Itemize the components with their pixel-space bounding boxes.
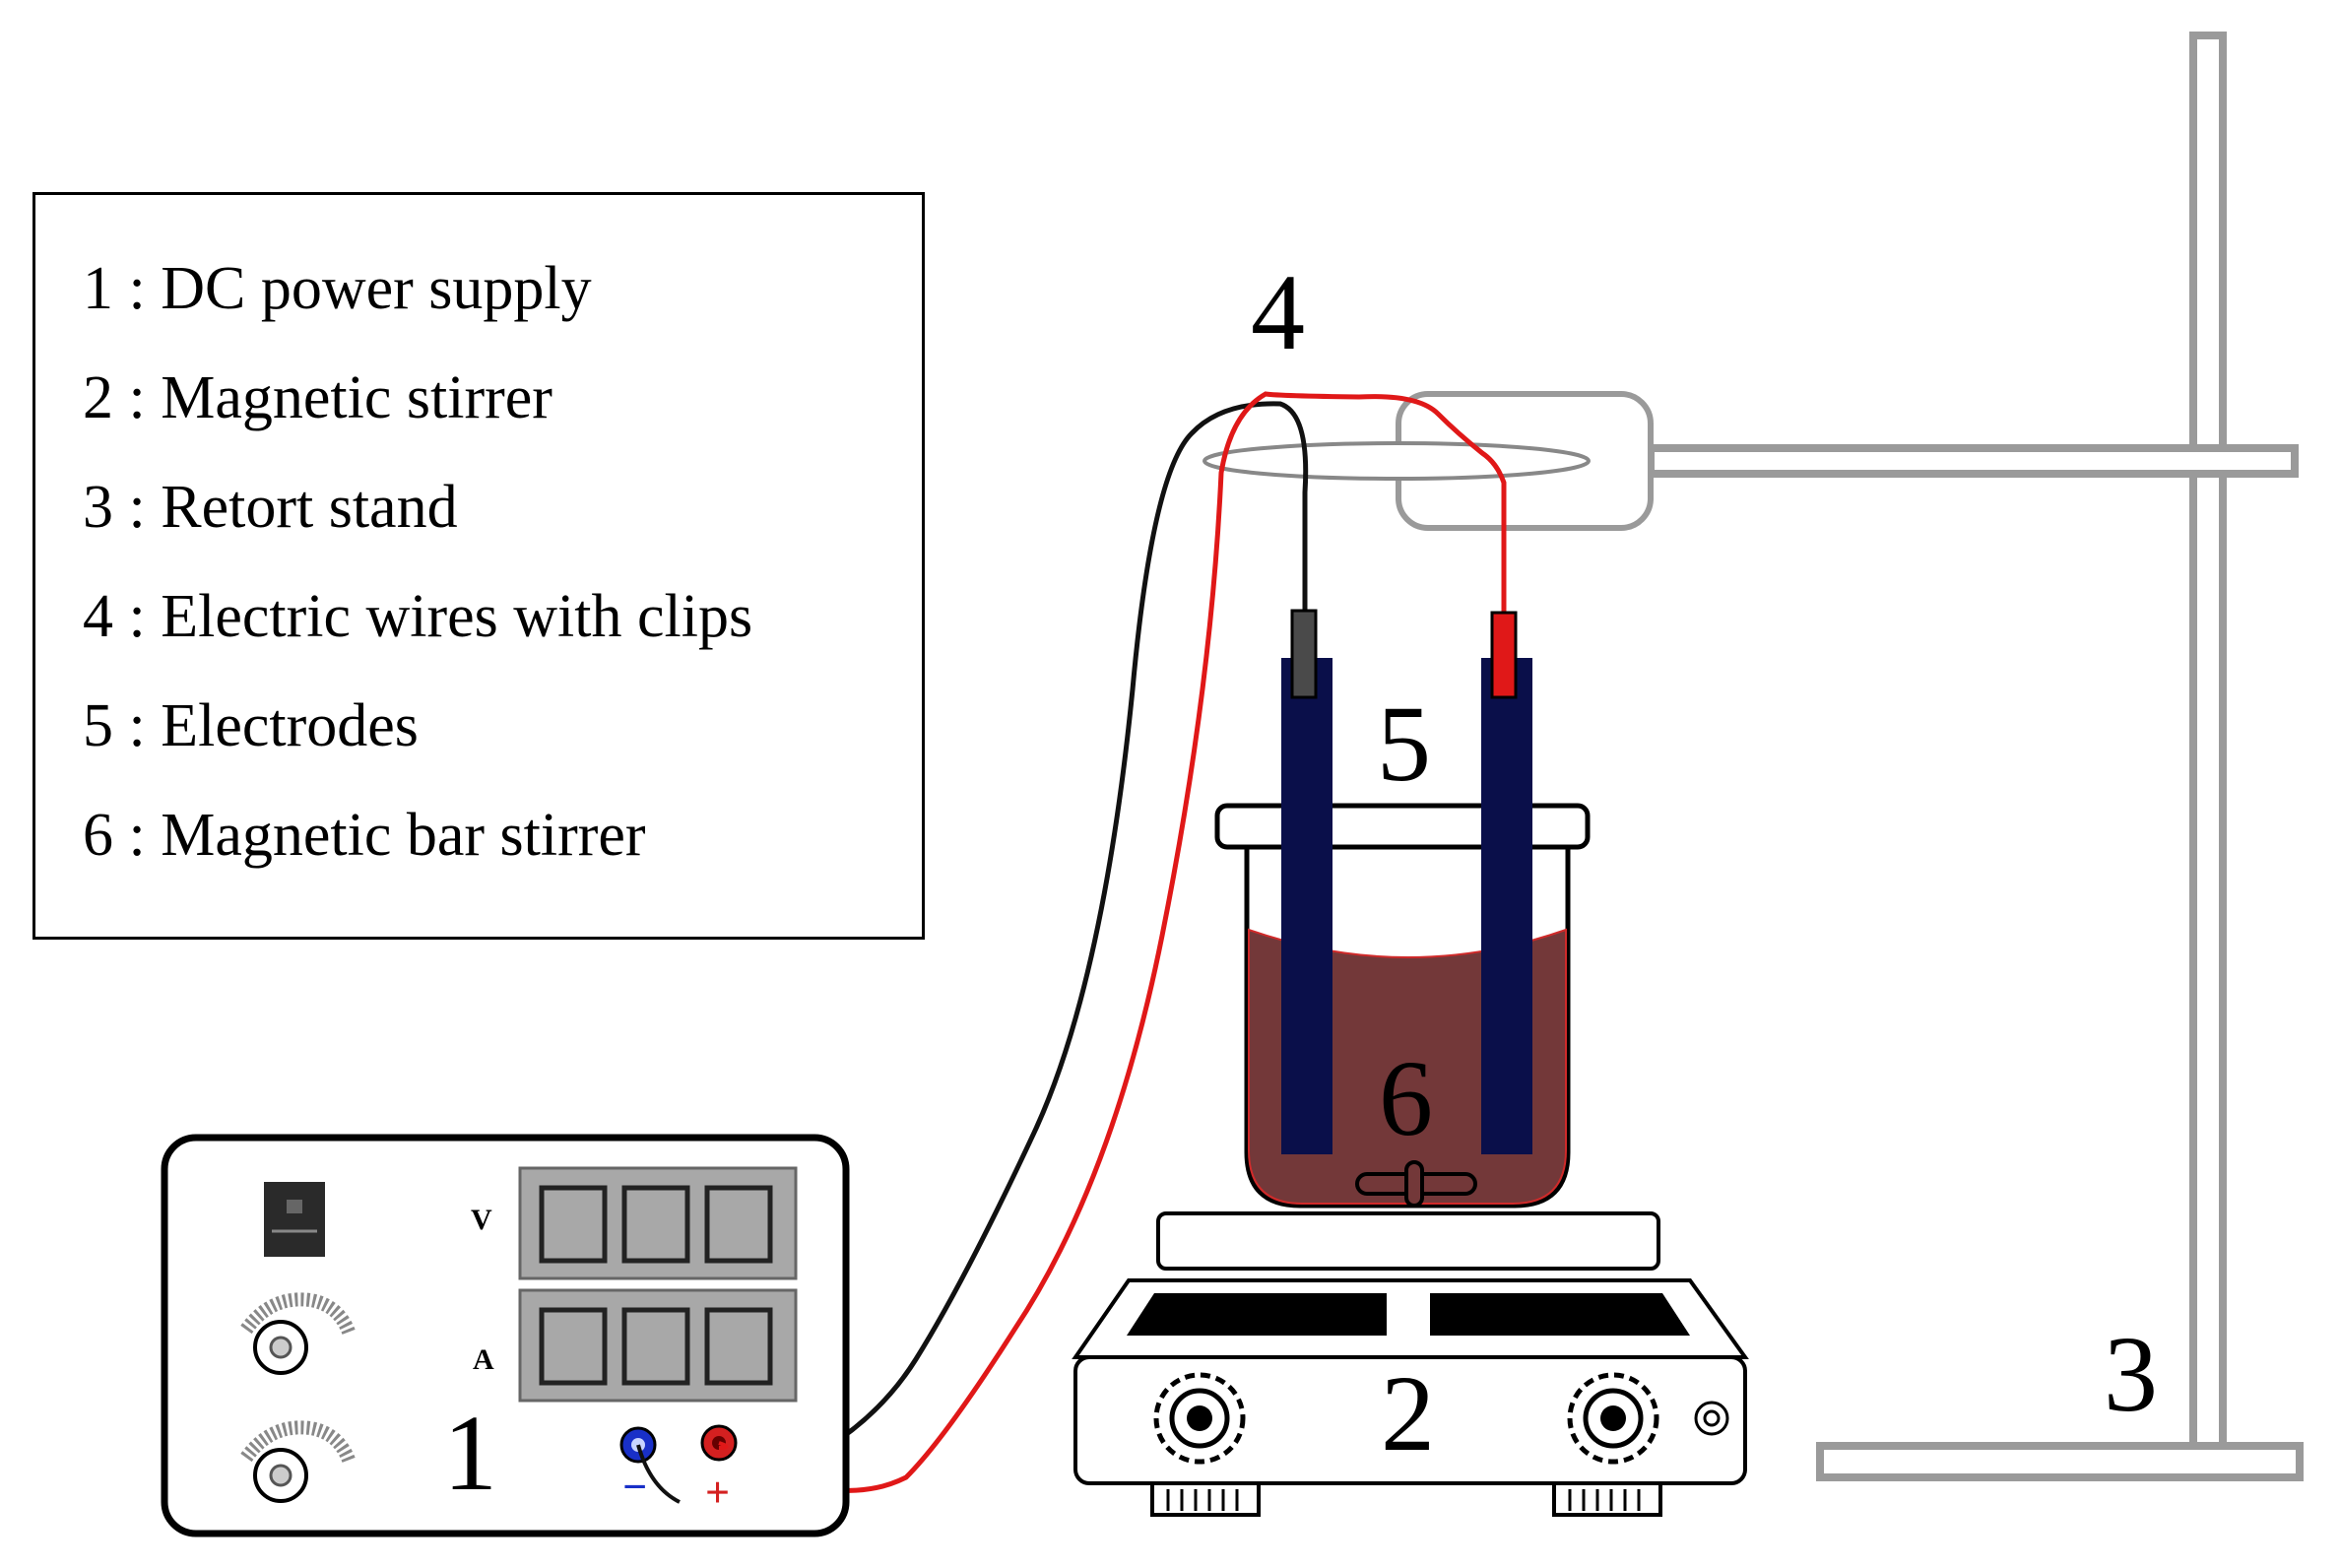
magnetic-stirrer [1072,1211,1749,1517]
stirrer-heating-pad-left [1127,1293,1387,1336]
positive-sign: + [705,1469,731,1517]
retort-stand [1647,32,2304,1481]
red-wire [717,391,1507,1493]
stirrer-foot-right [1552,1481,1662,1517]
stirrer-body [1073,1355,1747,1485]
stirrer-indicator-light-icon [1694,1401,1729,1436]
electrode-right [1481,658,1532,1154]
voltage-knob-icon [240,1292,357,1375]
black-clip [1290,609,1318,699]
legend-list: 1 : DC power supply 2 : Magnetic stirrer… [83,234,752,890]
voltage-unit-label: V [471,1204,492,1236]
legend-item: 4 : Electric wires with clips [83,583,753,650]
stand-rod [2189,32,2227,1458]
callout-electrodes: 5 [1377,684,1431,804]
legend-box: 1 : DC power supply 2 : Magnetic stirrer… [32,192,925,940]
current-knob-icon [240,1420,357,1503]
stand-base [1816,1442,2304,1481]
negative-sign: − [622,1463,648,1511]
beaker [1214,658,1591,1209]
dc-power-supply [161,1134,850,1537]
callout-retort-stand: 3 [2104,1314,2158,1434]
wire-holder-ring [1202,441,1591,481]
current-unit-label: A [473,1343,494,1376]
stirrer-knob-right-icon [1567,1372,1659,1465]
callout-wires: 4 [1251,252,1305,372]
stirrer-heating-pad-right [1430,1293,1690,1336]
legend-item: 6 : Magnetic bar stirrer [83,802,646,869]
legend-item: 3 : Retort stand [83,474,458,541]
callout-bar-stirrer: 6 [1379,1038,1433,1158]
stirrer-top-plate [1156,1211,1660,1271]
callout-power-supply: 1 [443,1393,497,1513]
stir-bar-icon [1355,1160,1477,1208]
power-switch-icon [264,1182,325,1257]
electrode-left [1281,658,1332,1154]
legend-item: 1 : DC power supply [83,255,592,322]
stirrer-knob-left-icon [1153,1372,1246,1465]
legend-item: 2 : Magnetic stirrer [83,364,552,431]
callout-magnetic-stirrer: 2 [1381,1353,1435,1473]
legend-item: 5 : Electrodes [83,692,419,759]
red-clip [1490,611,1518,699]
stirrer-foot-left [1150,1481,1261,1517]
stand-arm [1647,444,2299,478]
